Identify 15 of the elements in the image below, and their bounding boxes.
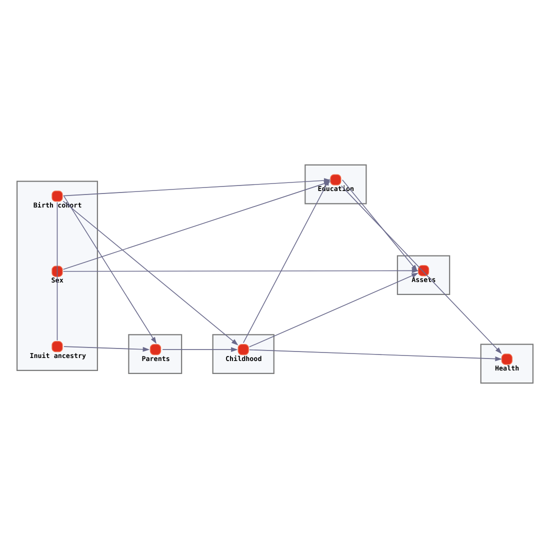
cluster <box>212 334 274 374</box>
cluster <box>480 343 534 384</box>
arrow <box>64 195 157 344</box>
arrow <box>248 348 502 361</box>
arrow <box>342 178 418 272</box>
arrow <box>340 184 502 354</box>
arrow <box>64 346 150 352</box>
arrow <box>162 346 238 352</box>
cluster <box>304 164 367 204</box>
arrow <box>62 200 238 345</box>
cluster <box>396 254 450 295</box>
cluster <box>128 334 182 374</box>
cluster <box>16 180 98 370</box>
connector <box>56 201 58 340</box>
arrow <box>248 272 418 347</box>
